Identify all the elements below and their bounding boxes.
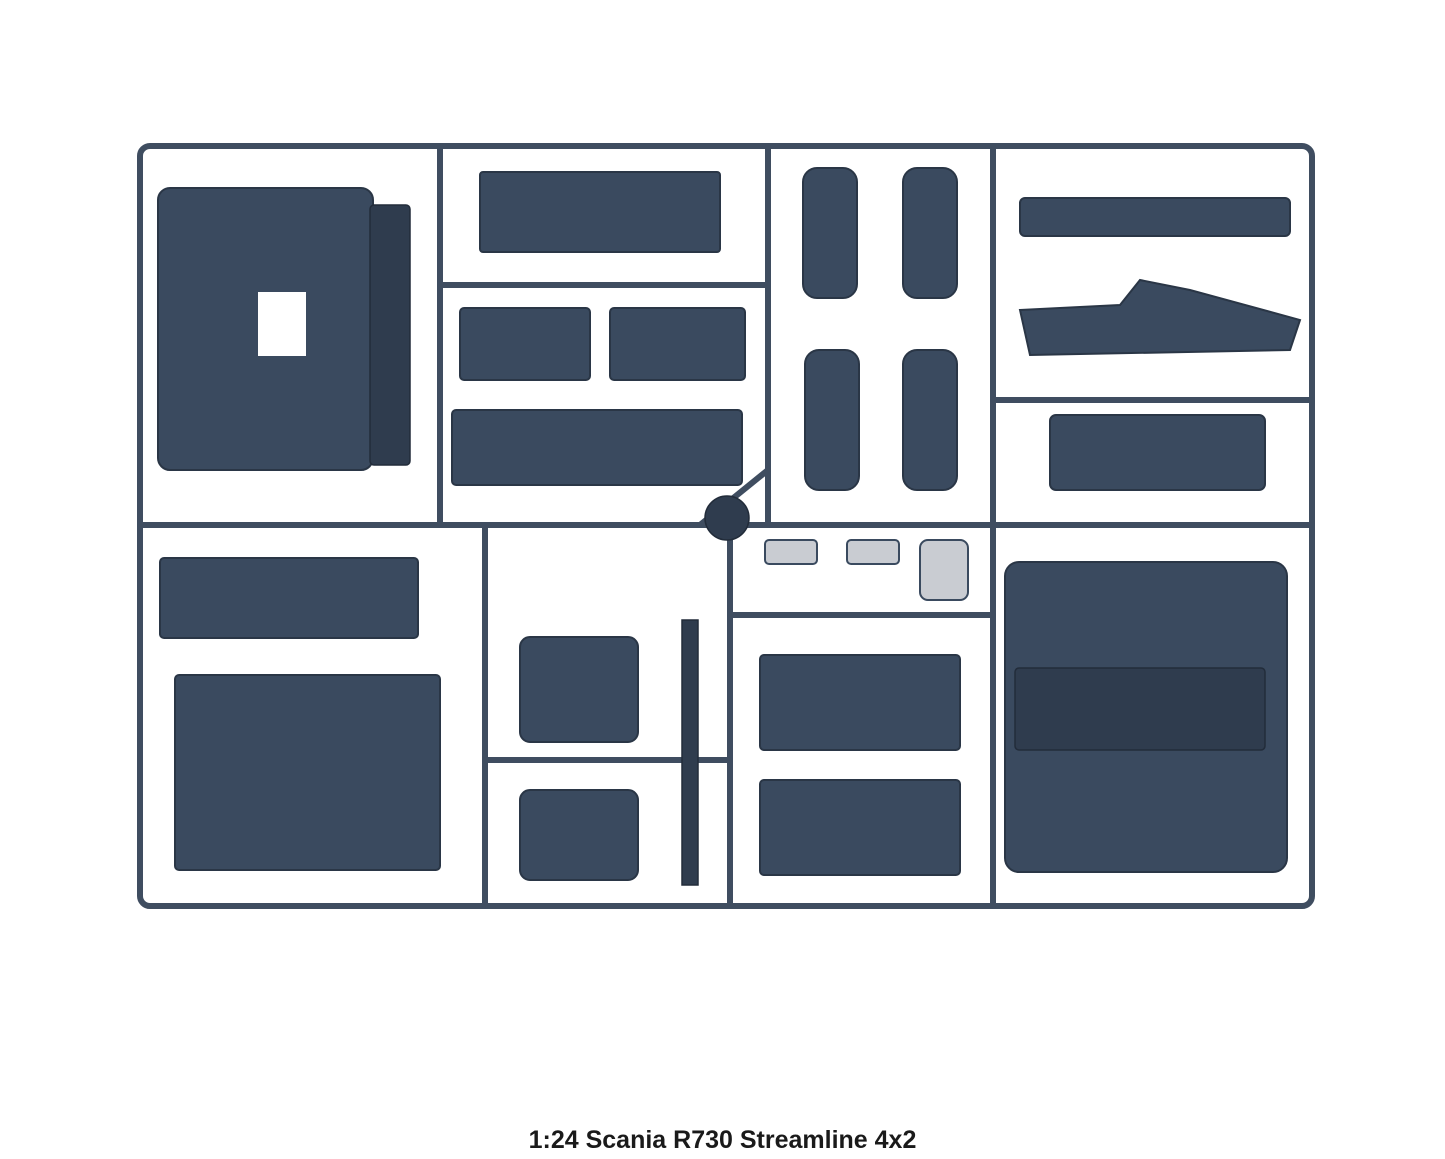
seat-part [802, 167, 858, 299]
sprue-parts [157, 167, 1302, 886]
sprue-hub [704, 495, 750, 541]
sprue-frame-image [137, 143, 1315, 909]
seat-part [902, 167, 958, 299]
seat-part [804, 349, 860, 491]
sprue-rails [137, 143, 1315, 909]
image-caption: 1:24 Scania R730 Streamline 4x2 [528, 1126, 917, 1154]
seat-part [902, 349, 958, 491]
